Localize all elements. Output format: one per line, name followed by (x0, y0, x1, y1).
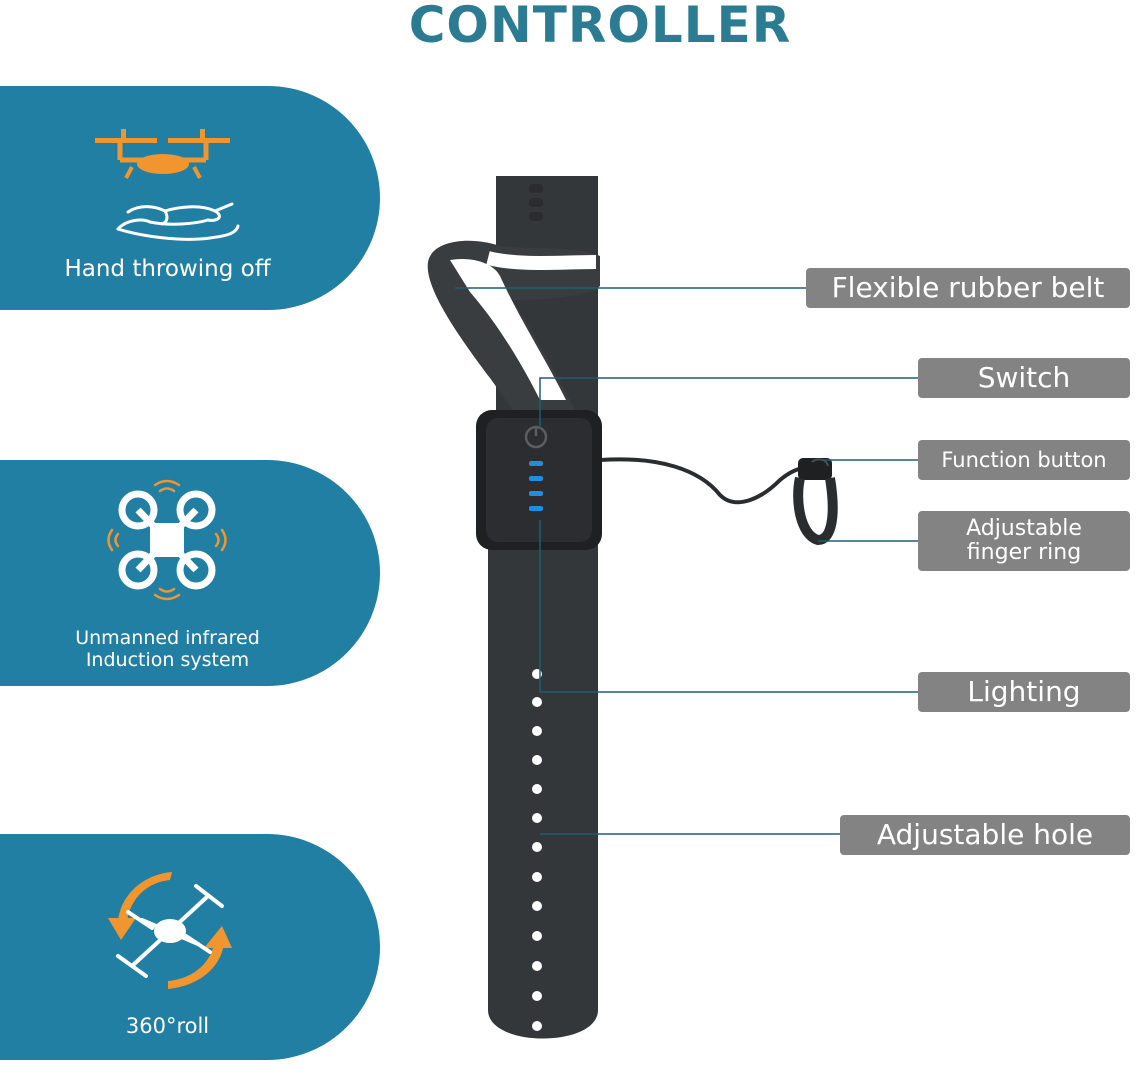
infrared-drone-icon (107, 479, 227, 601)
callout-finger-ring-line1: Adjustable (966, 516, 1082, 541)
feature-panel-hand-throw: Hand throwing off (0, 86, 380, 310)
lighting-leds (529, 461, 543, 511)
callout-adjustable-finger-ring: Adjustable finger ring (918, 511, 1130, 571)
finger-ring (793, 458, 838, 546)
callout-finger-ring-line2: finger ring (966, 540, 1082, 565)
feature-panel-infrared: Unmanned infrared Induction system (0, 460, 380, 686)
callout-function-button: Function button (918, 440, 1130, 480)
callout-switch: Switch (918, 358, 1130, 398)
strap-lower (488, 540, 598, 1039)
strap-slots (529, 184, 543, 221)
feature-caption-roll: 360°roll (125, 1014, 210, 1038)
controller-cable (599, 457, 807, 505)
callout-adjustable-hole: Adjustable hole (840, 815, 1130, 855)
feature-caption-infrared-line2: Induction system (85, 649, 250, 671)
roll-drone-icon (108, 872, 232, 989)
feature-panel-roll: 360°roll (0, 834, 380, 1060)
page-title: CONTROLLER (408, 0, 792, 54)
feature-caption-infrared-line1: Unmanned infrared (75, 627, 260, 649)
callout-flexible-rubber-belt: Flexible rubber belt (806, 268, 1130, 308)
feature-caption-hand-throw: Hand throwing off (64, 256, 271, 282)
callout-lighting: Lighting (918, 672, 1130, 712)
hand-throw-drone-icon (95, 129, 240, 241)
switch-icon (524, 425, 548, 449)
adjustable-holes (532, 669, 542, 1031)
leader-lines (455, 287, 920, 835)
